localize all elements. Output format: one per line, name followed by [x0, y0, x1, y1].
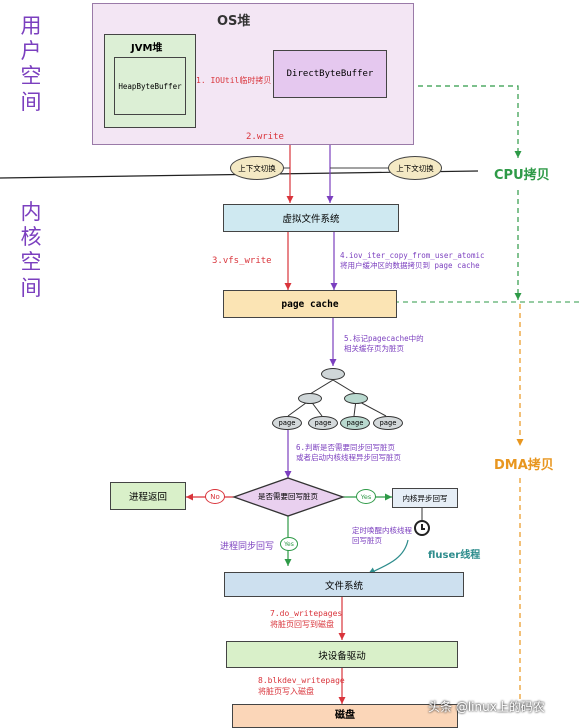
kernel-space-char: 内	[20, 200, 42, 224]
step6-line1: 6.判断是否需要同步回写脏页	[296, 443, 396, 452]
context-switch-right: 上下文切换	[388, 156, 442, 180]
step4-line1: 4.iov_iter_copy_from_user_atomic	[340, 251, 485, 260]
tree-leaf-page: page	[272, 416, 302, 430]
file-system-label: 文件系统	[324, 580, 363, 592]
kernel-space-char: 核	[20, 225, 42, 250]
step4-line2: 将用户缓冲区的数据拷贝到 page cache	[340, 261, 480, 271]
kernel-space-char: 空	[20, 250, 42, 275]
tree-leaf-label: page	[314, 419, 332, 427]
step6-label: 6.判断是否需要同步回写脏页 或者启动内核线程异步回写脏页	[296, 443, 401, 463]
tree-leaf-label: page	[278, 419, 296, 427]
user-space-char: 用	[20, 14, 42, 38]
kernel-space-char: 间	[20, 275, 42, 300]
tree-leaf-label: page	[379, 419, 397, 427]
step5-label: 5.标记pagecache中的 相关缓存页为脏页	[344, 334, 424, 354]
context-switch-left-label: 上下文切换	[238, 163, 276, 173]
async-writeback-box: 内核异步回写	[392, 488, 458, 508]
step8-label: 8.blkdev_writepage 将脏页写入磁盘	[258, 676, 345, 698]
user-space-char: 空	[20, 64, 42, 89]
disk-label: 磁盘	[335, 709, 355, 721]
watermark: 头条 @linux上的码农	[428, 700, 545, 714]
timer-wake-line2: 回写脏页	[352, 536, 382, 546]
jvm-heap-box: JVM堆 HeapByteBuffer	[104, 34, 196, 128]
block-driver-label: 块设备驱动	[318, 650, 366, 662]
yes-badge-right: Yes	[356, 489, 376, 504]
sync-writeback-label: 进程同步回写	[220, 542, 275, 552]
direct-byte-buffer-label: DirectByteBuffer	[286, 69, 374, 79]
direct-byte-buffer-box: DirectByteBuffer	[273, 50, 387, 98]
disk-box: 磁盘	[232, 704, 458, 728]
heap-byte-buffer-box: HeapByteBuffer	[114, 57, 186, 115]
tree-leaf-page: page	[340, 416, 370, 430]
user-space-label: 用 户 空 间	[18, 14, 44, 115]
step2-label: 2.write	[246, 132, 284, 142]
yes-badge-bottom-label: Yes	[284, 540, 294, 548]
tree-leaf-page: page	[308, 416, 338, 430]
step5-line2: 相关缓存页为脏页	[344, 344, 404, 354]
user-space-char: 间	[20, 89, 42, 114]
step3-label: 3.vfs_write	[212, 256, 272, 266]
page-cache-label: page cache	[281, 298, 339, 310]
no-badge-label: No	[210, 492, 220, 501]
step1-label: 1. IOUtil临时拷贝	[196, 76, 272, 85]
yes-badge-bottom: Yes	[280, 537, 298, 551]
step7-line1: 7.do_writepages	[270, 609, 343, 618]
timer-wake-line1: 定时唤醒内核线程	[352, 526, 412, 535]
cpu-copy-label: CPU拷贝	[494, 168, 550, 183]
vfs-label: 虚拟文件系统	[282, 214, 340, 225]
context-switch-left: 上下文切换	[230, 156, 284, 180]
vfs-box: 虚拟文件系统	[223, 204, 399, 232]
decision-label: 是否需要回写脏页	[258, 492, 318, 501]
tree-root-node	[321, 368, 345, 380]
kernel-space-label: 内 核 空 间	[18, 200, 44, 301]
tree-mid-node-left	[298, 393, 322, 404]
step7-label: 7.do_writepages 将脏页回写到磁盘	[270, 609, 342, 631]
jvm-heap-title: JVM堆	[131, 43, 163, 54]
file-system-box: 文件系统	[224, 572, 464, 597]
user-space-char: 户	[20, 39, 42, 64]
timer-wake-label: 定时唤醒内核线程 回写脏页	[352, 526, 412, 546]
heap-byte-buffer-label: HeapByteBuffer	[118, 81, 182, 91]
process-return-box: 进程返回	[110, 482, 186, 510]
step6-line2: 或者启动内核线程异步回写脏页	[296, 453, 401, 463]
tree-leaf-label: page	[346, 419, 364, 427]
step4-label: 4.iov_iter_copy_from_user_atomic 将用户缓冲区的…	[340, 251, 485, 271]
no-badge: No	[205, 489, 225, 504]
step8-line1: 8.blkdev_writepage	[258, 676, 345, 685]
tree-leaf-page: page	[373, 416, 403, 430]
os-heap-title: OS堆	[217, 14, 251, 29]
step7-line2: 将脏页回写到磁盘	[270, 619, 334, 629]
async-writeback-label: 内核异步回写	[402, 493, 448, 503]
fluser-thread-label: fluser线程	[428, 550, 481, 561]
yes-badge-right-label: Yes	[360, 492, 372, 501]
clock-icon	[414, 520, 430, 536]
step5-line1: 5.标记pagecache中的	[344, 334, 424, 343]
tree-mid-node-right	[344, 393, 368, 404]
process-return-label: 进程返回	[128, 492, 167, 503]
block-driver-box: 块设备驱动	[226, 641, 458, 668]
context-switch-right-label: 上下文切换	[396, 163, 434, 173]
page-cache-box: page cache	[223, 290, 397, 318]
dma-copy-label: DMA拷贝	[494, 458, 554, 473]
step8-line2: 将脏页写入磁盘	[258, 686, 314, 696]
